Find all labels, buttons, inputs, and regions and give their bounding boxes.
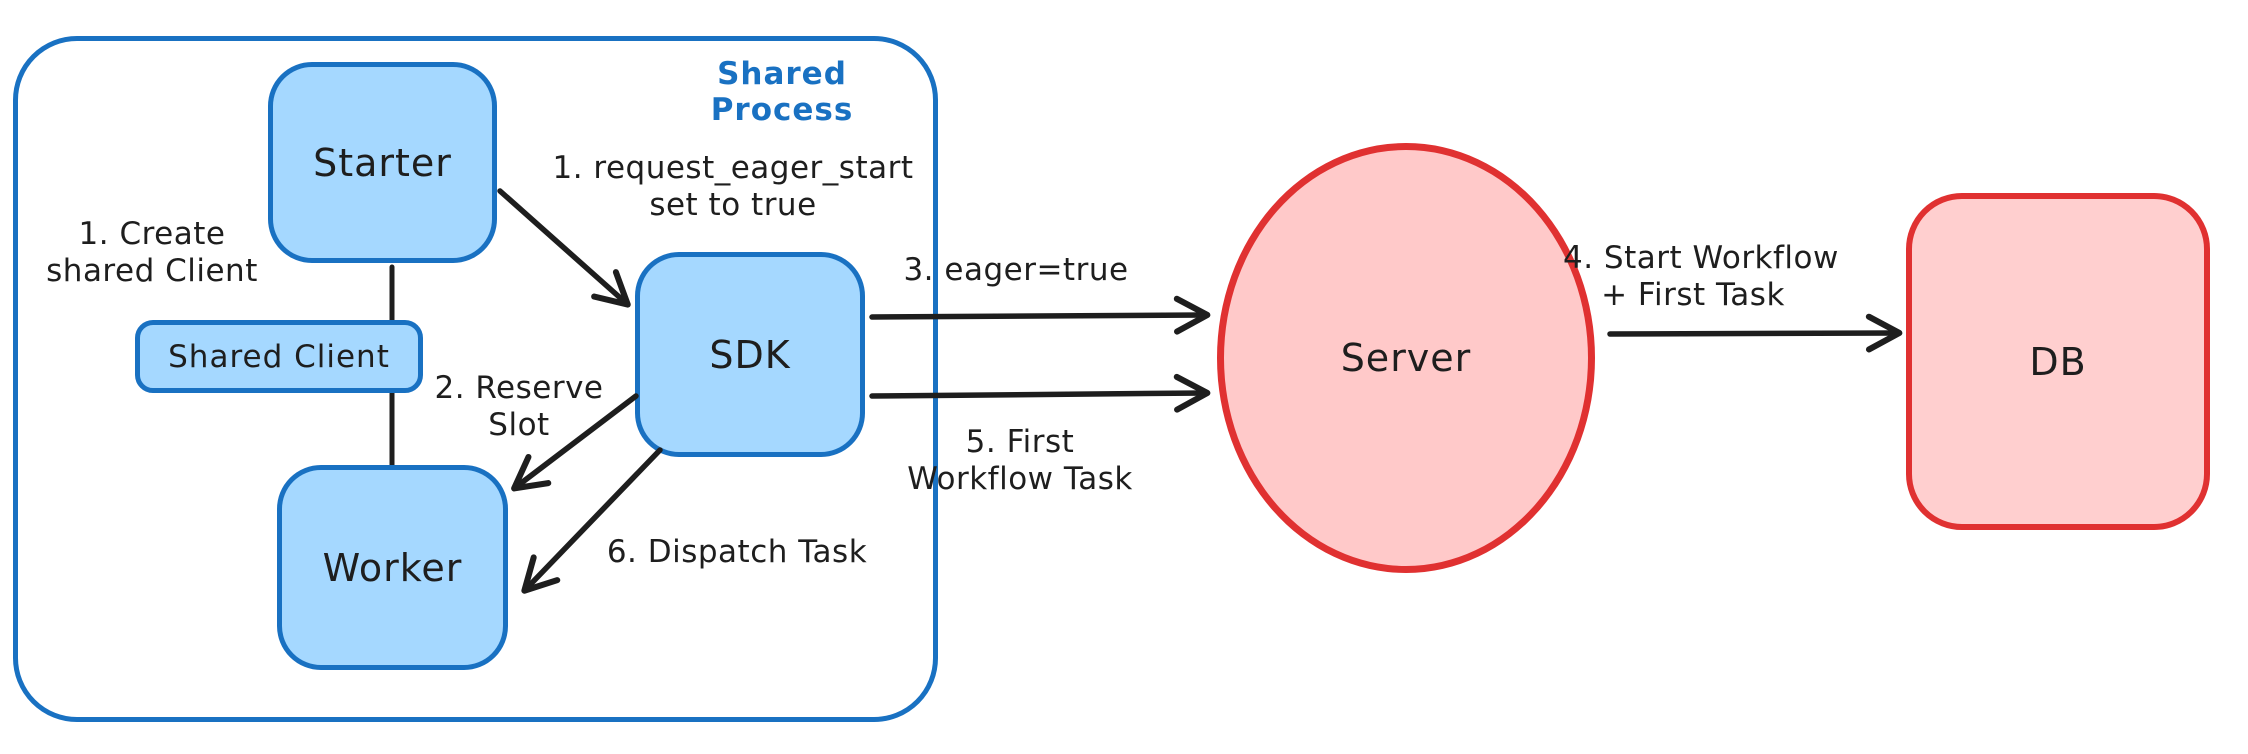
eager-true-label: 3. eager=true <box>886 252 1146 289</box>
shared-client-node: Shared Client <box>135 320 423 393</box>
create-shared-client-label-line2: shared Client <box>46 253 258 289</box>
db-node: DB <box>1906 193 2210 530</box>
first-workflow-task-label-line2: Workflow Task <box>907 461 1133 497</box>
shared-process-label: Shared Process <box>710 56 854 128</box>
request-eager-start-label-line1: 1. request_eager_start <box>552 150 914 186</box>
dispatch-task-label: 6. Dispatch Task <box>587 534 887 571</box>
sdk-node: SDK <box>635 252 865 457</box>
create-shared-client-label-line1: 1. Create <box>78 216 226 252</box>
starter-node: Starter <box>268 62 497 263</box>
db-node-label: DB <box>2029 339 2087 384</box>
server-node-label: Server <box>1340 336 1472 380</box>
starter-node-label: Starter <box>313 140 452 185</box>
sdk-node-label: SDK <box>709 332 791 377</box>
reserve-slot-label-line2: Slot <box>488 407 550 443</box>
start-workflow-label: 4. Start Workflow + First Task <box>1563 240 1839 314</box>
first-workflow-task-label: 5. First Workflow Task <box>890 424 1150 498</box>
request-eager-start-label: 1. request_eager_start set to true <box>533 150 933 224</box>
worker-node-label: Worker <box>322 545 463 590</box>
shared-client-node-label: Shared Client <box>168 338 390 375</box>
reserve-slot-label-line1: 2. Reserve <box>434 370 604 406</box>
start-workflow-label-line2: + First Task <box>1601 277 1785 313</box>
shared-process-container <box>13 36 938 722</box>
server-node: Server <box>1217 143 1595 573</box>
reserve-slot-label: 2. Reserve Slot <box>399 370 639 444</box>
eager-true-label-line1: 3. eager=true <box>903 252 1129 288</box>
create-shared-client-label: 1. Create shared Client <box>22 216 282 290</box>
arrow-start-workflow <box>1607 313 1903 353</box>
worker-node: Worker <box>277 465 508 670</box>
dispatch-task-label-line1: 6. Dispatch Task <box>606 534 868 570</box>
start-workflow-label-line1: 4. Start Workflow <box>1563 240 1839 276</box>
first-workflow-task-label-line1: 5. First <box>965 424 1075 460</box>
request-eager-start-label-line2: set to true <box>649 187 817 223</box>
